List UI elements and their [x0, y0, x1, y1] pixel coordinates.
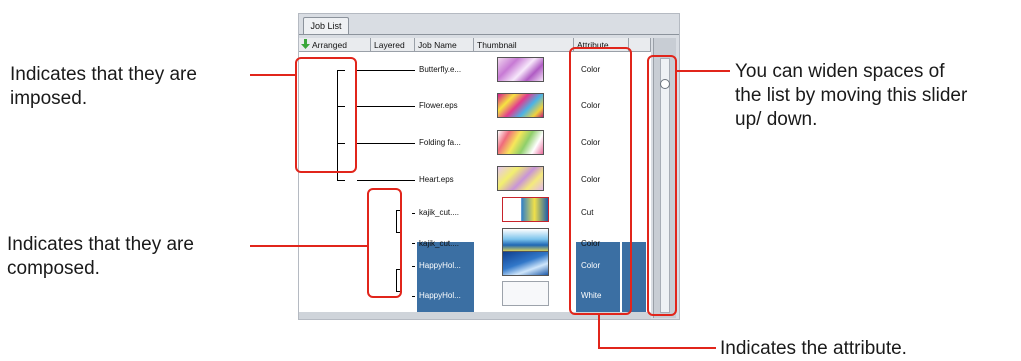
composed-callout: Indicates that they are composed.: [7, 233, 194, 281]
column-header-arranged[interactable]: Arranged: [299, 38, 371, 52]
composed-callout-line: [250, 245, 368, 247]
attribute-row-6: Color: [581, 239, 601, 248]
thumbnail-kajik-cut-1[interactable]: [502, 197, 549, 222]
imposed-bracket-mid-1: [337, 106, 345, 107]
imposed-callout-line: [250, 74, 296, 76]
selection-name-cells: [417, 242, 474, 312]
attribute-row-4: Color: [581, 175, 601, 184]
job-name-happy-holidays-2[interactable]: HappyHol...: [419, 291, 461, 300]
tree-dot-row-6: [412, 243, 415, 244]
job-list-table: Butterfly.e... Color Flower.eps Color Fo…: [299, 52, 651, 312]
tree-line-row-1: [357, 70, 415, 71]
thumbnail-heart[interactable]: [497, 166, 544, 191]
white-gap: [620, 242, 622, 312]
job-name-heart[interactable]: Heart.eps: [419, 175, 454, 184]
slider-highlight-box: [647, 55, 677, 316]
slider-callout-line-3: up/ down.: [735, 109, 818, 130]
slider-track[interactable]: [660, 58, 670, 313]
column-header-arranged-label: Arranged: [312, 40, 347, 50]
tree-line-row-4: [357, 180, 415, 181]
job-name-butterfly[interactable]: Butterfly.e...: [419, 65, 462, 74]
job-name-folding-fan[interactable]: Folding fa...: [419, 138, 461, 147]
imposed-bracket-top: [337, 70, 345, 71]
thumbnail-happy-holidays-2[interactable]: [502, 281, 549, 306]
job-list-window: Job List Arranged Layered Job Name Thumb…: [298, 13, 680, 320]
composed-bracket-2-top: [396, 269, 402, 270]
attribute-row-8: White: [581, 291, 602, 300]
slider-callout-line-2: the list by moving this slider: [735, 85, 968, 106]
tab-divider: [299, 34, 679, 35]
composed-bracket-2: [396, 269, 397, 292]
tree-dot-row-8: [412, 296, 415, 297]
tree-dot-row-7: [412, 266, 415, 267]
attribute-row-2: Color: [581, 101, 601, 110]
column-header-job-name[interactable]: Job Name: [415, 38, 474, 52]
composed-callout-line-1: Indicates that they are: [7, 234, 194, 255]
column-header-thumbnail[interactable]: Thumbnail: [474, 38, 574, 52]
tree-line-row-3: [357, 143, 415, 144]
attribute-row-7: Color: [581, 261, 601, 270]
list-scrollbar[interactable]: [653, 38, 676, 318]
thumbnail-butterfly[interactable]: [497, 57, 544, 82]
slider-callout: You can widen spaces of the list by movi…: [735, 60, 967, 132]
composed-callout-line-2: composed.: [7, 258, 100, 279]
column-header-extra: [629, 38, 651, 52]
circle-icon[interactable]: [660, 79, 670, 89]
imposed-highlight-box: [295, 57, 357, 173]
attribute-callout: Indicates the attribute.: [720, 338, 907, 359]
imposed-bracket-bottom: [337, 180, 345, 181]
composed-bracket-1-bottom: [396, 232, 402, 233]
slider-callout-line-1: You can widen spaces of: [735, 61, 945, 82]
composed-bracket-1: [396, 210, 397, 233]
thumbnail-happy-holidays-1[interactable]: [502, 251, 549, 276]
selection-attribute-cells: [576, 242, 646, 312]
composed-bracket-1-top: [396, 210, 402, 211]
column-header-layered[interactable]: Layered: [371, 38, 415, 52]
job-name-happy-holidays-1[interactable]: HappyHol...: [419, 261, 461, 270]
job-name-kajik-cut-1[interactable]: kajik_cut....: [419, 208, 460, 217]
attribute-row-5: Cut: [581, 208, 594, 217]
attribute-row-3: Color: [581, 138, 601, 147]
composed-bracket-2-bottom: [396, 291, 402, 292]
thumbnail-folding-fan[interactable]: [497, 130, 544, 155]
slider-callout-line: [676, 70, 730, 72]
attribute-highlight-box: [569, 47, 632, 315]
imposed-callout-line-1: Indicates that they are: [10, 64, 197, 85]
attribute-callout-line-h: [598, 347, 716, 349]
bottom-strip: [299, 312, 651, 319]
thumbnail-kajik-cut-2[interactable]: [502, 228, 549, 253]
imposed-bracket-mid-2: [337, 143, 345, 144]
thumbnail-flower[interactable]: [497, 93, 544, 118]
composed-highlight-box: [367, 188, 402, 298]
tree-dot-row-5: [412, 213, 415, 214]
job-name-flower[interactable]: Flower.eps: [419, 101, 458, 110]
tree-line-row-2: [357, 106, 415, 107]
tab-job-list[interactable]: Job List: [303, 17, 349, 34]
attribute-callout-line-v: [598, 314, 600, 349]
job-name-kajik-cut-2[interactable]: kajik_cut....: [419, 239, 460, 248]
imposed-bracket: [337, 70, 338, 181]
imposed-callout: Indicates that they are imposed.: [10, 63, 197, 111]
green-down-arrow-icon: [301, 38, 310, 51]
attribute-row-1: Color: [581, 65, 601, 74]
imposed-callout-line-2: imposed.: [10, 88, 88, 109]
